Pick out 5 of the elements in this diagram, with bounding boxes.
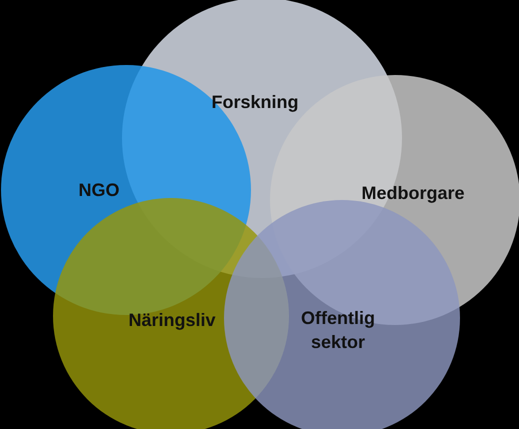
circle-label: Forskning (210, 91, 300, 114)
circle-label: Offentlig sektor (300, 307, 376, 354)
circle-label: Medborgare (360, 182, 466, 205)
circle-label: NGO (77, 179, 120, 202)
circle-label: Näringsliv (127, 309, 217, 332)
